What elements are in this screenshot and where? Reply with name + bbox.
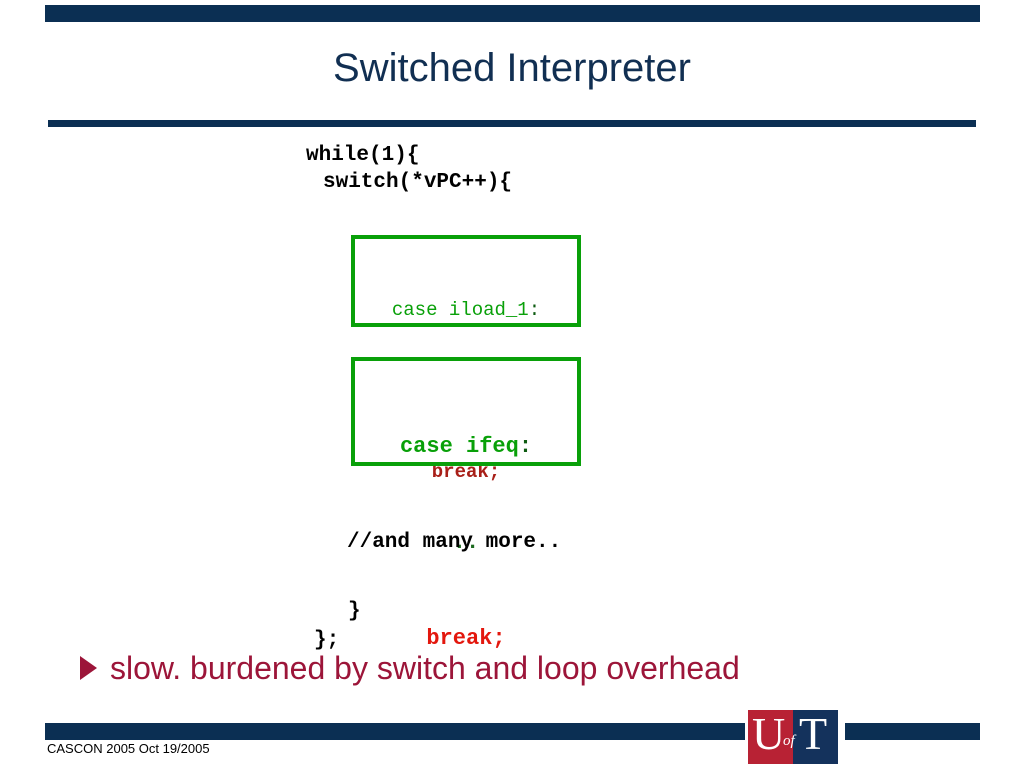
case-box-keyword-row: case ifeq: [355, 431, 577, 463]
case-keyword: case iload_1 [391, 299, 529, 321]
uoft-logo: U T of [748, 710, 838, 764]
case-box-keyword-row: case iload_1: [355, 297, 577, 324]
code-line-while: while(1){ [306, 144, 420, 167]
case-break-statement: break; [426, 626, 506, 651]
bullet-text: slow. burdened by switch and loop overhe… [110, 650, 740, 686]
case-colon: : [518, 434, 533, 459]
footer-conference-label: CASCON 2005 Oct 19/2005 [47, 741, 210, 756]
title-underline-rule [48, 120, 976, 127]
case-colon: : [528, 299, 541, 321]
code-line-comment: //and many more.. [347, 531, 562, 554]
case-keyword: case ifeq [399, 434, 519, 459]
case-box-ifeq: case ifeq: .. break; [351, 357, 581, 651]
code-line-close-brace-semi: }; [314, 629, 340, 652]
bottom-decorative-bar-right [845, 723, 980, 740]
uoft-logo-left-half: U [748, 710, 793, 764]
case-box-iload1: case iload_1: .. break; [351, 235, 581, 483]
top-decorative-bar [45, 5, 980, 22]
bottom-decorative-bar-left [45, 723, 745, 740]
case-break-statement: break; [431, 461, 501, 483]
case-body-ellipsis: .. [452, 530, 480, 555]
uoft-logo-right-half: T [793, 710, 838, 764]
uoft-letter-of: of [783, 733, 795, 749]
page-title: Switched Interpreter [333, 46, 691, 90]
code-line-switch: switch(*vPC++){ [323, 171, 513, 194]
uoft-letter-u: U [752, 710, 786, 759]
bullet-line: slow. burdened by switch and loop overhe… [80, 650, 740, 687]
uoft-letter-t: T [799, 710, 828, 759]
triangle-bullet-icon [80, 656, 97, 681]
code-line-close-brace: } [348, 600, 361, 623]
